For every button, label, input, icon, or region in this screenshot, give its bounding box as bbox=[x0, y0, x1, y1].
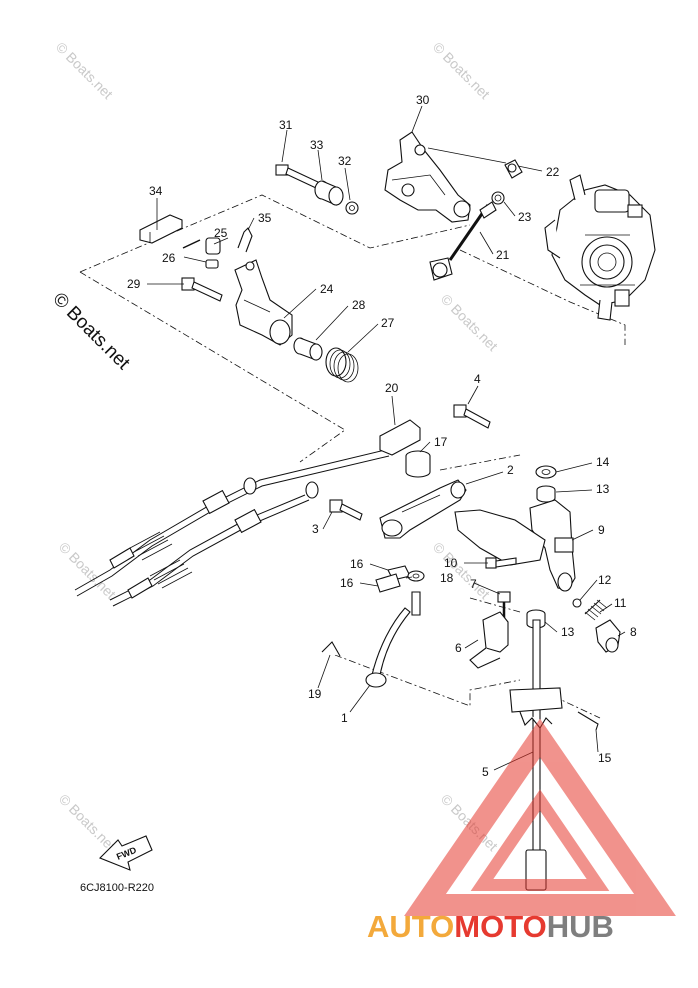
part-10-bracket-plate bbox=[454, 509, 546, 566]
fwd-arrow-icon: FWD bbox=[99, 835, 153, 871]
part-22-rod-end bbox=[504, 159, 523, 179]
control-cables bbox=[74, 449, 390, 607]
part-14-washer bbox=[535, 465, 557, 479]
part-8-plunger bbox=[595, 619, 621, 653]
callout-13-upper: 13 bbox=[596, 482, 610, 496]
callout-11: 11 bbox=[614, 596, 627, 610]
part-17-collar bbox=[405, 450, 431, 478]
part-29-bolt bbox=[181, 277, 223, 302]
callout-21: 21 bbox=[496, 248, 510, 262]
part-25-collar bbox=[205, 237, 221, 255]
watermark: © Boats.net bbox=[430, 39, 493, 102]
part-6-shift-cam bbox=[469, 611, 509, 669]
part-28-collar bbox=[293, 337, 323, 361]
callout-6: 6 bbox=[455, 641, 462, 655]
callout-2: 2 bbox=[507, 463, 514, 477]
part-19-pin bbox=[321, 641, 341, 657]
callout-16-a: 16 bbox=[350, 557, 364, 571]
callout-18: 18 bbox=[440, 571, 454, 585]
brand-auto: AUTO bbox=[367, 909, 454, 944]
part-code: 6CJ8100-R220 bbox=[80, 882, 154, 894]
callout-15: 15 bbox=[598, 751, 612, 765]
callout-3: 3 bbox=[312, 522, 319, 536]
watermark-large: © Boats.net bbox=[48, 289, 134, 375]
callout-35: 35 bbox=[258, 211, 272, 225]
watermark: © Boats.net bbox=[53, 39, 116, 102]
callout-24: 24 bbox=[320, 282, 334, 296]
part-18-washer bbox=[407, 570, 425, 582]
callout-7: 7 bbox=[470, 577, 477, 591]
part-33-collar bbox=[314, 180, 344, 206]
callout-33: 33 bbox=[310, 138, 324, 152]
callout-27: 27 bbox=[381, 316, 395, 330]
callout-12: 12 bbox=[598, 573, 612, 587]
callout-31: 31 bbox=[279, 118, 293, 132]
part-31-bolt bbox=[275, 164, 319, 189]
callout-29: 29 bbox=[127, 277, 141, 291]
part-2-lever bbox=[379, 479, 467, 539]
callout-5: 5 bbox=[482, 765, 489, 779]
brand-moto: MOTO bbox=[454, 909, 546, 944]
callout-22: 22 bbox=[546, 165, 560, 179]
callout-9: 9 bbox=[598, 523, 605, 537]
callout-16-b: 16 bbox=[340, 576, 354, 590]
callout-4: 4 bbox=[474, 372, 481, 386]
part-16-clip-b bbox=[375, 573, 401, 593]
callout-8: 8 bbox=[630, 625, 637, 639]
callout-34: 34 bbox=[149, 184, 163, 198]
callout-10: 10 bbox=[444, 556, 458, 570]
part-34-cable-end bbox=[139, 214, 183, 244]
callout-23: 23 bbox=[518, 210, 532, 224]
callout-17: 17 bbox=[434, 435, 448, 449]
throttle-body bbox=[544, 174, 656, 321]
callout-20: 20 bbox=[385, 381, 399, 395]
part-21-link-rod bbox=[429, 201, 497, 281]
part-15-pin bbox=[577, 711, 599, 731]
part-35-cotter-pin bbox=[237, 227, 253, 253]
brand-wordmark: AUTOMOTOHUB bbox=[367, 909, 614, 944]
watermark: © Boats.net bbox=[438, 291, 501, 354]
part-11-spring bbox=[584, 599, 608, 621]
leader-lines bbox=[147, 105, 626, 771]
part-7-bolt bbox=[497, 591, 511, 618]
brand-hub: HUB bbox=[547, 909, 614, 944]
part-27-spring bbox=[325, 347, 359, 383]
callout-1: 1 bbox=[341, 711, 348, 725]
part-3-bolt bbox=[329, 499, 363, 521]
callout-26: 26 bbox=[162, 251, 176, 265]
callout-25: 25 bbox=[214, 226, 228, 240]
callout-19: 19 bbox=[308, 687, 322, 701]
part-4-bolt bbox=[453, 404, 491, 429]
callout-14: 14 bbox=[596, 455, 610, 469]
part-13-collar-upper bbox=[536, 485, 556, 503]
part-30-lever-bracket bbox=[384, 131, 471, 223]
part-26-pin bbox=[182, 239, 219, 269]
assembly-boundaries bbox=[79, 194, 626, 719]
callout-13-lower: 13 bbox=[561, 625, 575, 639]
callout-28: 28 bbox=[352, 298, 366, 312]
part-20-cable-end bbox=[379, 419, 421, 456]
part-24-bracket bbox=[234, 259, 293, 346]
part-32-clip bbox=[345, 201, 359, 215]
callout-30: 30 bbox=[416, 93, 430, 107]
callouts: 30 31 33 32 22 34 35 25 26 23 21 29 24 2… bbox=[127, 93, 637, 779]
automotohub-logo: AUTOMOTOHUB bbox=[367, 718, 676, 944]
part-1-shift-arm bbox=[365, 591, 421, 688]
watermark: © Boats.net bbox=[56, 791, 119, 854]
triangle-logo-icon bbox=[404, 718, 676, 916]
part-23-nut bbox=[491, 191, 505, 205]
part-12-ball bbox=[572, 598, 582, 608]
callout-32: 32 bbox=[338, 154, 352, 168]
